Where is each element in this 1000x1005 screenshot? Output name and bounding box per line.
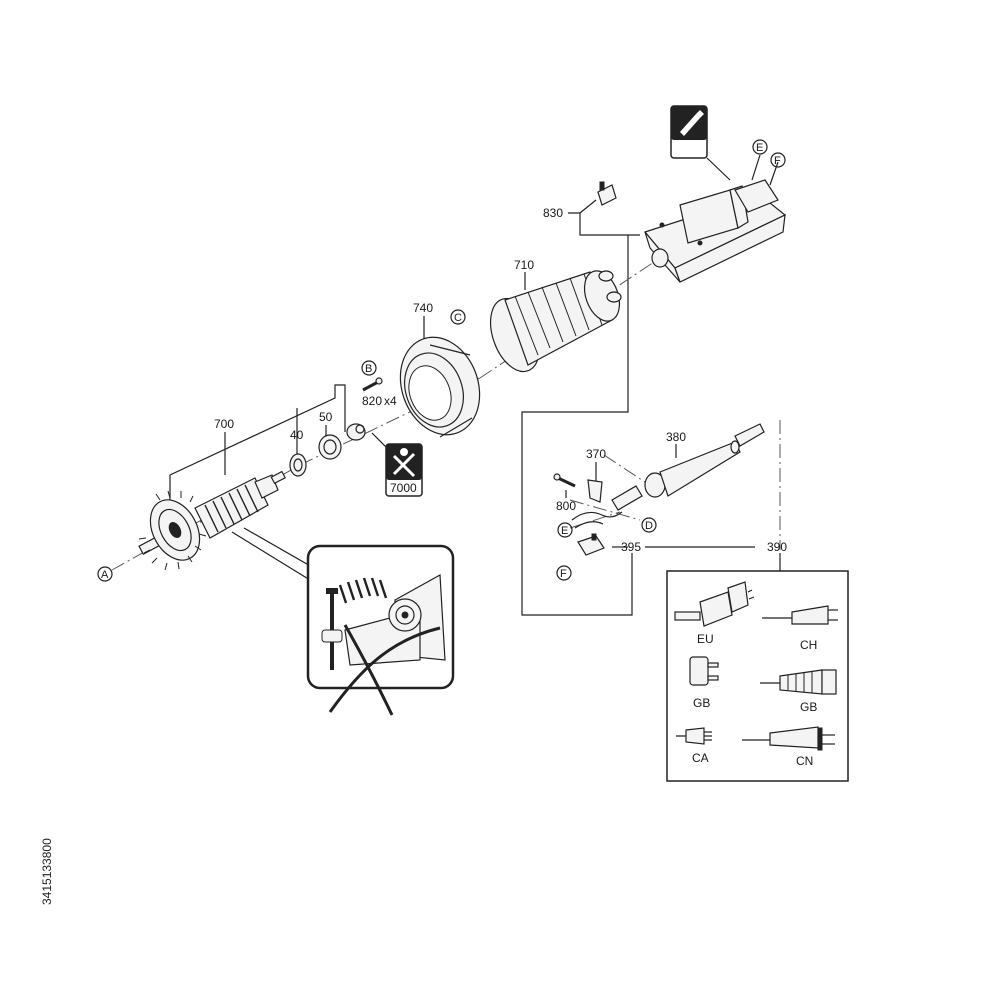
label-820-qty: x4: [384, 394, 397, 408]
tool-badge-text: 7000: [390, 481, 417, 495]
callout-c: C: [454, 312, 462, 324]
callout-f-upper: F: [774, 155, 781, 167]
part-830: [597, 181, 617, 206]
callout-a: A: [101, 569, 109, 581]
plug-gb-left-icon: [689, 656, 719, 686]
do-not-clamp-detail: [306, 544, 455, 716]
clamp-395: [577, 533, 605, 556]
cable-sleeve: [611, 485, 643, 511]
label-710: 710: [514, 258, 534, 272]
label-390: 390: [767, 540, 787, 554]
screw-800: [553, 473, 576, 488]
cable-clamp-370: [587, 479, 603, 503]
callout-f-lower: F: [560, 568, 567, 580]
switch-unit: [643, 179, 787, 283]
label-plug-gb-left: GB: [693, 696, 710, 710]
callout-e-lower: E: [561, 525, 568, 537]
stator-710: [489, 270, 622, 373]
label-830: 830: [543, 206, 563, 220]
label-740: 740: [413, 301, 433, 315]
plug-eu-icon: [674, 581, 755, 627]
cable-guard-380: [644, 423, 765, 498]
label-380: 380: [666, 430, 686, 444]
label-820: 820: [362, 394, 382, 408]
callout-letters: A B C D E F E F: [97, 139, 786, 582]
label-plug-ca: CA: [692, 751, 709, 765]
callout-b: B: [365, 363, 372, 375]
screw-820: [362, 377, 383, 392]
plug-ch-icon: [762, 605, 838, 625]
plug-ca-icon: [676, 727, 712, 745]
leader-lines: [169, 154, 781, 616]
plug-variants-box: [666, 570, 849, 782]
baffle-740: [399, 336, 481, 438]
armature-700: [138, 470, 286, 571]
wire-loop: [571, 511, 623, 529]
callout-e-upper: E: [756, 142, 763, 154]
label-700: 700: [214, 417, 234, 431]
bearing-50: [318, 434, 342, 460]
grease-tube-icon: [670, 105, 708, 159]
plug-gb-right-icon: [760, 669, 837, 695]
label-plug-gb-right: GB: [800, 700, 817, 714]
label-370: 370: [586, 447, 606, 461]
label-50: 50: [319, 410, 333, 424]
tool-service-icon: [385, 443, 423, 497]
label-plug-ch: CH: [800, 638, 817, 652]
label-395: 395: [621, 540, 641, 554]
bearing-40: [289, 453, 307, 477]
label-plug-eu: EU: [697, 632, 714, 646]
bushing: [346, 423, 366, 441]
label-plug-cn: CN: [796, 754, 813, 768]
plug-cn-icon: [742, 726, 835, 751]
label-40: 40: [290, 428, 304, 442]
callout-d: D: [645, 520, 653, 532]
label-800: 800: [556, 499, 576, 513]
document-id: 3415133800: [40, 838, 54, 905]
part-number-labels: 700 40 50 740 710 820 x4 830 370 380 800…: [214, 206, 817, 768]
